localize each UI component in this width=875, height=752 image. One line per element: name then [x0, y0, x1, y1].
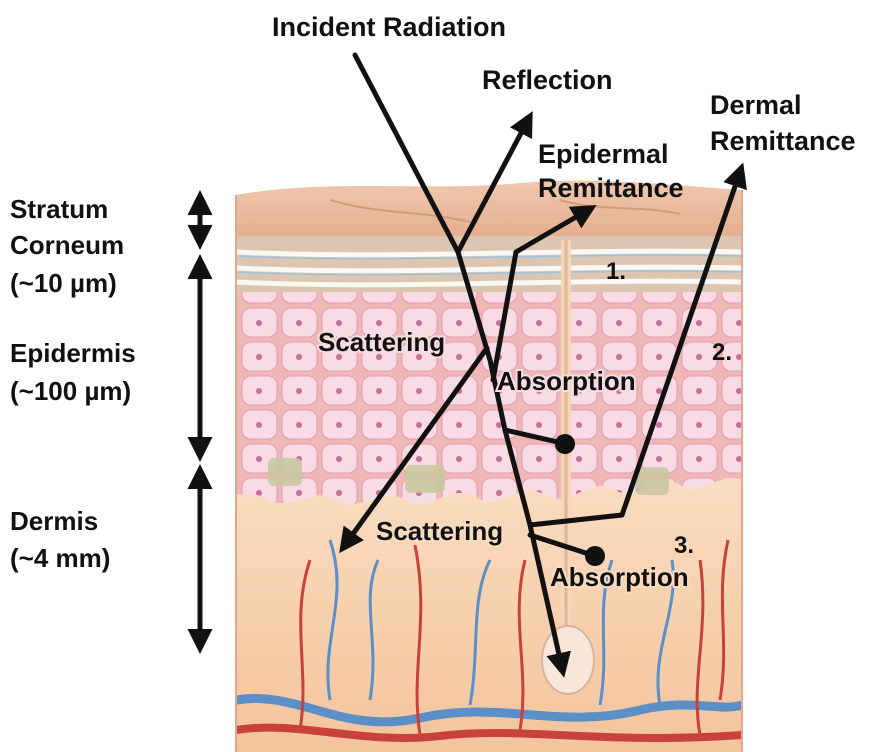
dermal-remittance-label-line2: Remittance: [710, 126, 856, 156]
layer-epidermis-name: Epidermis: [10, 338, 136, 368]
marker-3: 3.: [674, 532, 694, 559]
marker-2: 2.: [712, 339, 732, 366]
melanocyte: [268, 458, 302, 486]
layer-dermis-thickness: (~4 mm): [10, 543, 110, 573]
melanocyte: [635, 467, 669, 495]
absorption-epidermis-label: Absorption: [497, 366, 636, 396]
epidermal-remittance-label-line1: Epidermal: [538, 139, 669, 169]
layer-stratum-corneum-thickness: (~10 µm): [10, 268, 117, 298]
scattering-epidermis-label: Scattering: [318, 327, 445, 357]
absorption-dot-epidermis: [555, 434, 575, 454]
marker-1: 1.: [606, 258, 626, 285]
skin-block: [236, 181, 742, 752]
dermal-remittance-label-line1: Dermal: [710, 90, 802, 120]
absorption-dermis-label: Absorption: [550, 562, 689, 592]
layer-epidermis-thickness: (~100 µm): [10, 376, 131, 406]
incident-radiation-label: Incident Radiation: [272, 12, 506, 42]
hair-bulb: [542, 626, 594, 694]
epidermal-remittance-label-line2: Remittance: [538, 173, 684, 203]
layer-stratum-corneum-line1: Stratum: [10, 194, 108, 224]
melanocyte: [405, 465, 445, 493]
scattering-dermis-label: Scattering: [376, 516, 503, 546]
layer-stratum-corneum-line2: Corneum: [10, 230, 124, 260]
reflection-label: Reflection: [482, 65, 613, 95]
layer-dermis-name: Dermis: [10, 506, 98, 536]
